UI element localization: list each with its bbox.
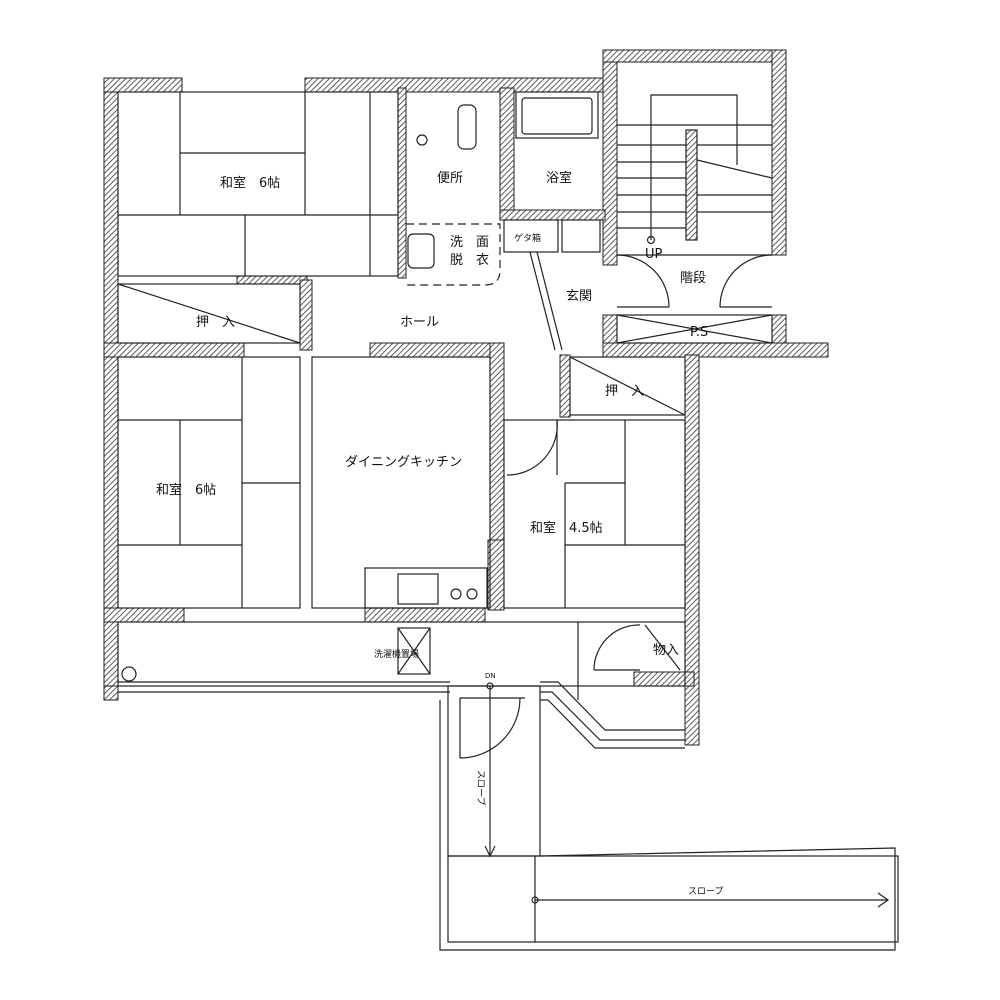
room-bath: 浴室 (546, 170, 572, 186)
room-datsui: 脱 衣 (450, 252, 489, 268)
room-stairs: 階段 (680, 271, 706, 286)
up-label: UP (645, 247, 663, 262)
ps-label: P.S (690, 325, 708, 340)
geta-box: ゲタ箱 (514, 232, 541, 244)
dn-label: DN (485, 672, 496, 680)
walls (103, 49, 829, 746)
laundry-space: 洗濯機置場 (374, 648, 419, 660)
room-washitsu-top: 和室 6帖 (220, 175, 280, 191)
room-storage: 物入 (653, 643, 679, 658)
room-senmen: 洗 面 (450, 235, 489, 250)
room-washitsu-left: 和室 6帖 (156, 482, 216, 498)
slope-horizontal-label: スロープ (688, 886, 723, 897)
slope-vertical-label: スロープ (475, 770, 486, 805)
room-genkan: 玄関 (566, 289, 592, 304)
tatami-lines (117, 91, 899, 951)
room-dk: ダイニングキッチン (345, 455, 462, 470)
room-toilet: 便所 (437, 171, 463, 186)
room-labels: 和室 6帖 便所 浴室 洗 面 脱 衣 ゲタ箱 玄関 UP 階段 P.S 押 入… (156, 170, 723, 897)
room-washitsu-small: 和室 4.5帖 (530, 520, 603, 536)
room-hall: ホール (400, 315, 439, 330)
room-oshiire-right: 押 入 (605, 384, 644, 399)
room-oshiire-left: 押 入 (196, 315, 235, 330)
